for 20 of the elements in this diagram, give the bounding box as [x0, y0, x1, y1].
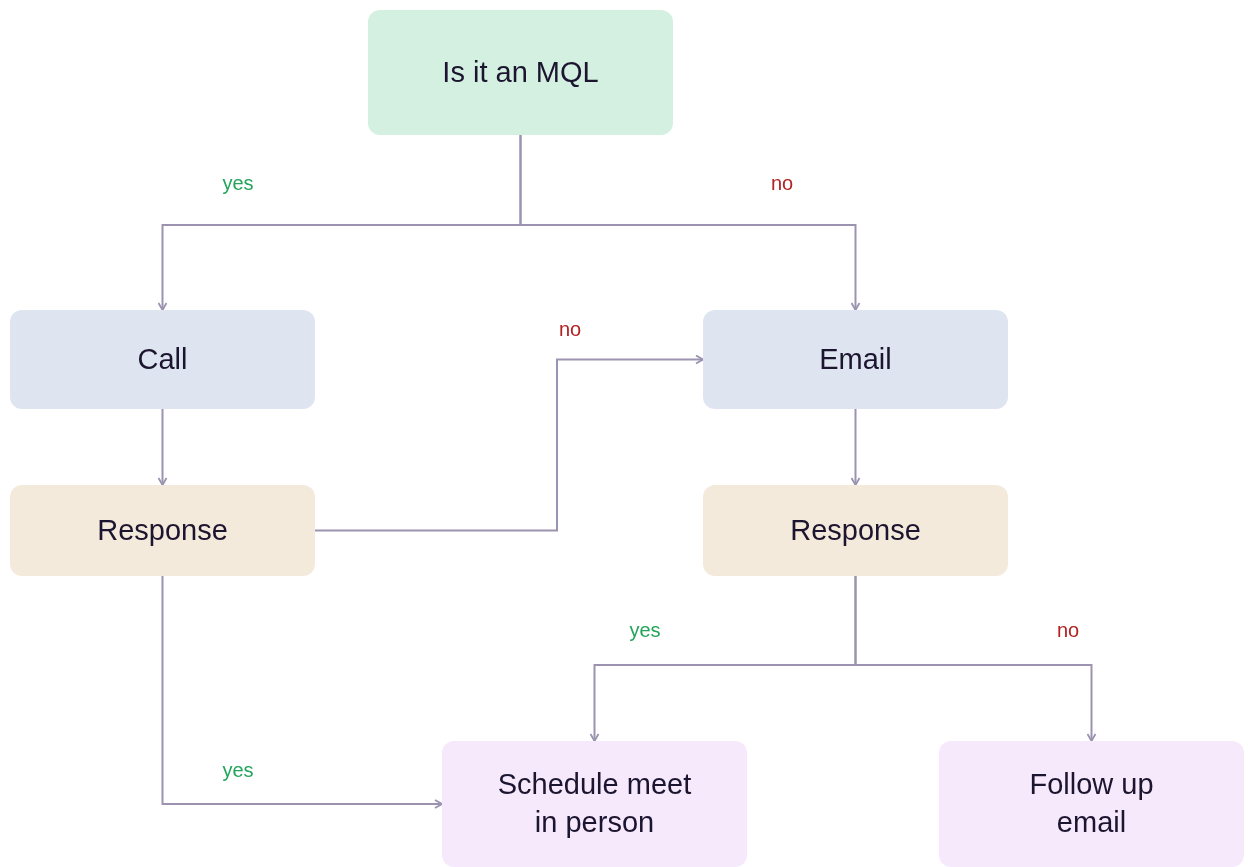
node-label: Schedule meet in person: [496, 767, 693, 840]
process-box: [939, 741, 1244, 867]
process-box: [10, 485, 315, 576]
node-label: Response: [97, 512, 228, 548]
process-box: [703, 310, 1008, 409]
process-box: [442, 741, 747, 867]
arrow: [157, 408, 168, 486]
node-label: Follow up email: [1029, 767, 1154, 840]
process-box: [703, 485, 1008, 576]
node-label: Email: [819, 341, 892, 377]
node-label: Is it an MQL: [442, 54, 599, 90]
arrow: [854, 575, 1097, 742]
arrow: [850, 408, 861, 486]
arrow: [314, 354, 704, 532]
node-label: Call: [137, 341, 188, 377]
process-box: [368, 10, 673, 135]
node-label: Response: [790, 512, 921, 548]
arrow: [161, 575, 443, 809]
arrow: [519, 134, 861, 311]
process-box: [10, 310, 315, 409]
